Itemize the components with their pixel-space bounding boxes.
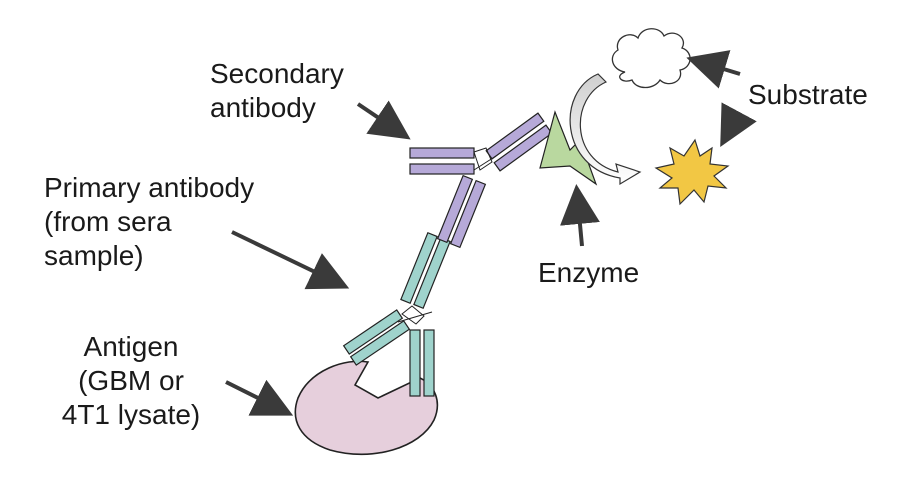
label-antigen-line2: (GBM or bbox=[78, 365, 184, 396]
label-primary-antibody: Primary antibody (from sera sample) bbox=[44, 171, 254, 273]
label-secondary-antibody: Secondary antibody bbox=[210, 57, 344, 125]
label-antigen-line1: Antigen bbox=[83, 331, 179, 362]
secondary-antibody bbox=[409, 112, 553, 249]
arrow-substrate-product bbox=[720, 102, 757, 148]
enzyme-shape bbox=[539, 110, 598, 186]
label-antigen-line3: 4T1 lysate) bbox=[61, 399, 201, 430]
label-enzyme: Enzyme bbox=[538, 257, 640, 288]
product-starburst bbox=[654, 138, 730, 206]
label-secondary-line1: Secondary bbox=[210, 58, 344, 89]
conversion-arrow bbox=[569, 73, 642, 186]
arrow-primary bbox=[231, 230, 350, 290]
arrow-enzyme bbox=[560, 184, 600, 247]
label-antigen: Antigen (GBM or 4T1 lysate) bbox=[46, 330, 216, 432]
primary-antibody bbox=[342, 231, 451, 397]
arrow-substrate-cloud bbox=[686, 50, 741, 89]
arrow-antigen bbox=[225, 379, 294, 416]
label-substrate: Substrate bbox=[748, 79, 868, 110]
antigen-shape bbox=[294, 360, 439, 456]
substrate-cloud bbox=[611, 28, 691, 89]
label-primary-line2: (from sera bbox=[44, 206, 172, 237]
label-secondary-line2: antibody bbox=[210, 92, 316, 123]
label-primary-line3: sample) bbox=[44, 240, 144, 271]
label-primary-line1: Primary antibody bbox=[44, 172, 255, 203]
arrow-secondary bbox=[356, 100, 411, 140]
